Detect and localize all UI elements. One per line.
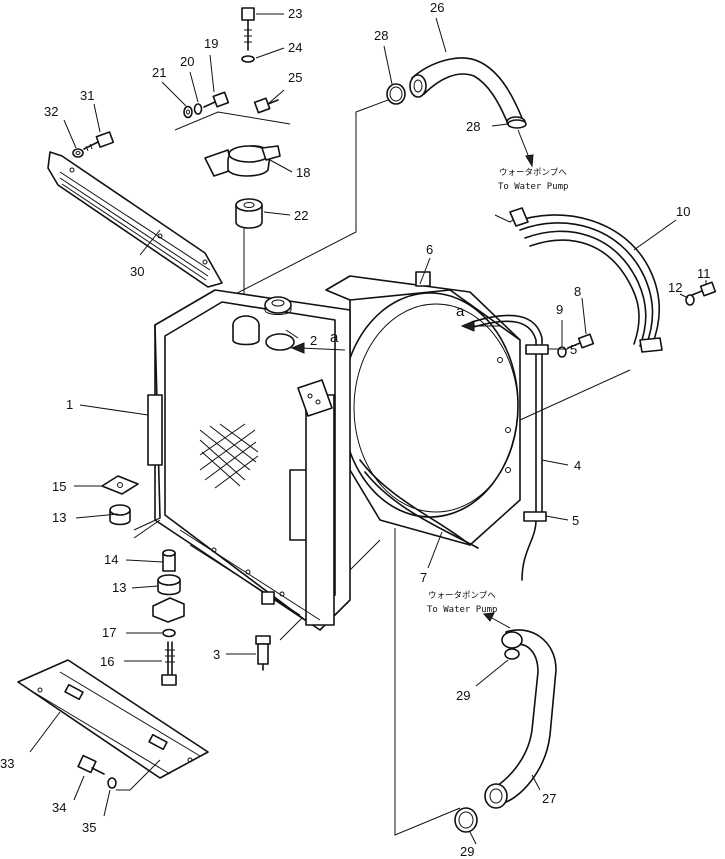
callout-20: 20 (180, 54, 194, 69)
bolt-25 (253, 97, 279, 114)
callout-26: 26 (430, 0, 444, 15)
radiator-cap-2 (264, 296, 292, 315)
under-cover-plate-33 (17, 659, 209, 779)
note-upper-en: To Water Pump (498, 182, 568, 192)
callout-10: 10 (676, 204, 690, 219)
note-upper-jp: ウォータポンプへ (499, 168, 567, 178)
callout-30: 30 (130, 264, 144, 279)
callout-14: 14 (104, 552, 118, 567)
upper-hose-26 (409, 57, 526, 128)
callout-7: 7 (420, 570, 427, 585)
lower-hose-27 (484, 629, 557, 809)
fan-shroud-6 (325, 271, 521, 549)
bolt-34 (77, 754, 105, 775)
washer-20 (193, 103, 203, 115)
tube-clamp-5-lower (523, 511, 547, 522)
callout-35: 35 (82, 820, 96, 835)
callout-5-upper: 5 (570, 342, 577, 357)
note-lower-en: To Water Pump (427, 605, 497, 615)
callout-15: 15 (52, 479, 66, 494)
radiator-core-mesh (199, 423, 259, 489)
callout-18: 18 (296, 165, 310, 180)
callout-6: 6 (426, 242, 433, 257)
ref-label-a-shroud: a (456, 303, 465, 320)
callout-25: 25 (288, 70, 302, 85)
washer-17 (162, 628, 176, 638)
callout-32: 32 (44, 104, 58, 119)
rubber-cushion-13-lower (157, 574, 181, 596)
ref-arrow-a-radiator (290, 342, 346, 354)
callout-8: 8 (574, 284, 581, 299)
rubber-cushion-13-upper (109, 504, 131, 526)
arrow-to-water-pump-upper (517, 129, 534, 168)
callout-1: 1 (66, 397, 73, 412)
drain-valve-3 (255, 635, 271, 671)
bolt-19 (203, 91, 230, 108)
leader-lines (29, 13, 707, 845)
callout-28-upper: 28 (374, 28, 388, 43)
clamp-bracket-18 (174, 111, 291, 177)
bolt-8 (567, 333, 595, 349)
callout-27: 27 (542, 791, 556, 806)
tube-clamp-5-upper (525, 344, 549, 355)
hose-clamp-28-lower (507, 119, 527, 129)
callout-17: 17 (102, 625, 116, 640)
bolt-31 (83, 131, 115, 152)
bolt-23 (241, 7, 255, 51)
callout-21: 21 (152, 65, 166, 80)
side-cover-plate-30 (47, 151, 223, 288)
callout-13-lower: 13 (112, 580, 126, 595)
callout-34: 34 (52, 800, 66, 815)
ref-label-a-radiator: a (330, 329, 339, 346)
callout-16: 16 (100, 654, 114, 669)
callout-19: 19 (204, 36, 218, 51)
washer-24 (241, 55, 255, 63)
hose-clamp-29-upper (504, 648, 520, 660)
fan-guard-10 (494, 207, 663, 353)
callout-22: 22 (294, 208, 308, 223)
collar-14 (162, 549, 176, 572)
bolt-11 (691, 281, 717, 297)
washer-21 (183, 105, 193, 119)
rubber-mount-22 (235, 198, 263, 229)
hose-clamp-28-upper (386, 83, 406, 105)
callout-31: 31 (80, 88, 94, 103)
washer-12 (685, 294, 695, 306)
callout-28-lower: 28 (466, 119, 480, 134)
ref-arrow-a-shroud (460, 320, 500, 332)
overflow-tube-4 (469, 314, 543, 581)
note-lower-jp: ウォータポンプへ (428, 591, 496, 601)
callout-5-lower: 5 (572, 513, 579, 528)
callout-3: 3 (213, 647, 220, 662)
callout-29-upper: 29 (456, 688, 470, 703)
callout-2: 2 (310, 333, 317, 348)
arrow-to-water-pump-lower (482, 612, 511, 629)
callout-12: 12 (668, 280, 682, 295)
callout-13-upper: 13 (52, 510, 66, 525)
hose-clamp-29-lower (454, 807, 478, 833)
note-to-water-pump-upper: ウォータポンプへ To Water Pump (498, 168, 568, 192)
radiator-1 (147, 289, 351, 631)
callout-23: 23 (288, 6, 302, 21)
washer-32 (72, 148, 84, 158)
callout-4: 4 (574, 458, 581, 473)
callout-9: 9 (556, 302, 563, 317)
bracket-plate (152, 597, 185, 623)
washer-35 (107, 777, 117, 789)
callout-11: 11 (697, 266, 711, 281)
note-to-water-pump-lower: ウォータポンプへ To Water Pump (427, 591, 497, 615)
callout-29-lower: 29 (460, 844, 474, 859)
mount-plate-15 (101, 475, 139, 495)
bolt-16 (161, 641, 177, 686)
callout-24: 24 (288, 40, 302, 55)
callout-33: 33 (0, 756, 14, 771)
